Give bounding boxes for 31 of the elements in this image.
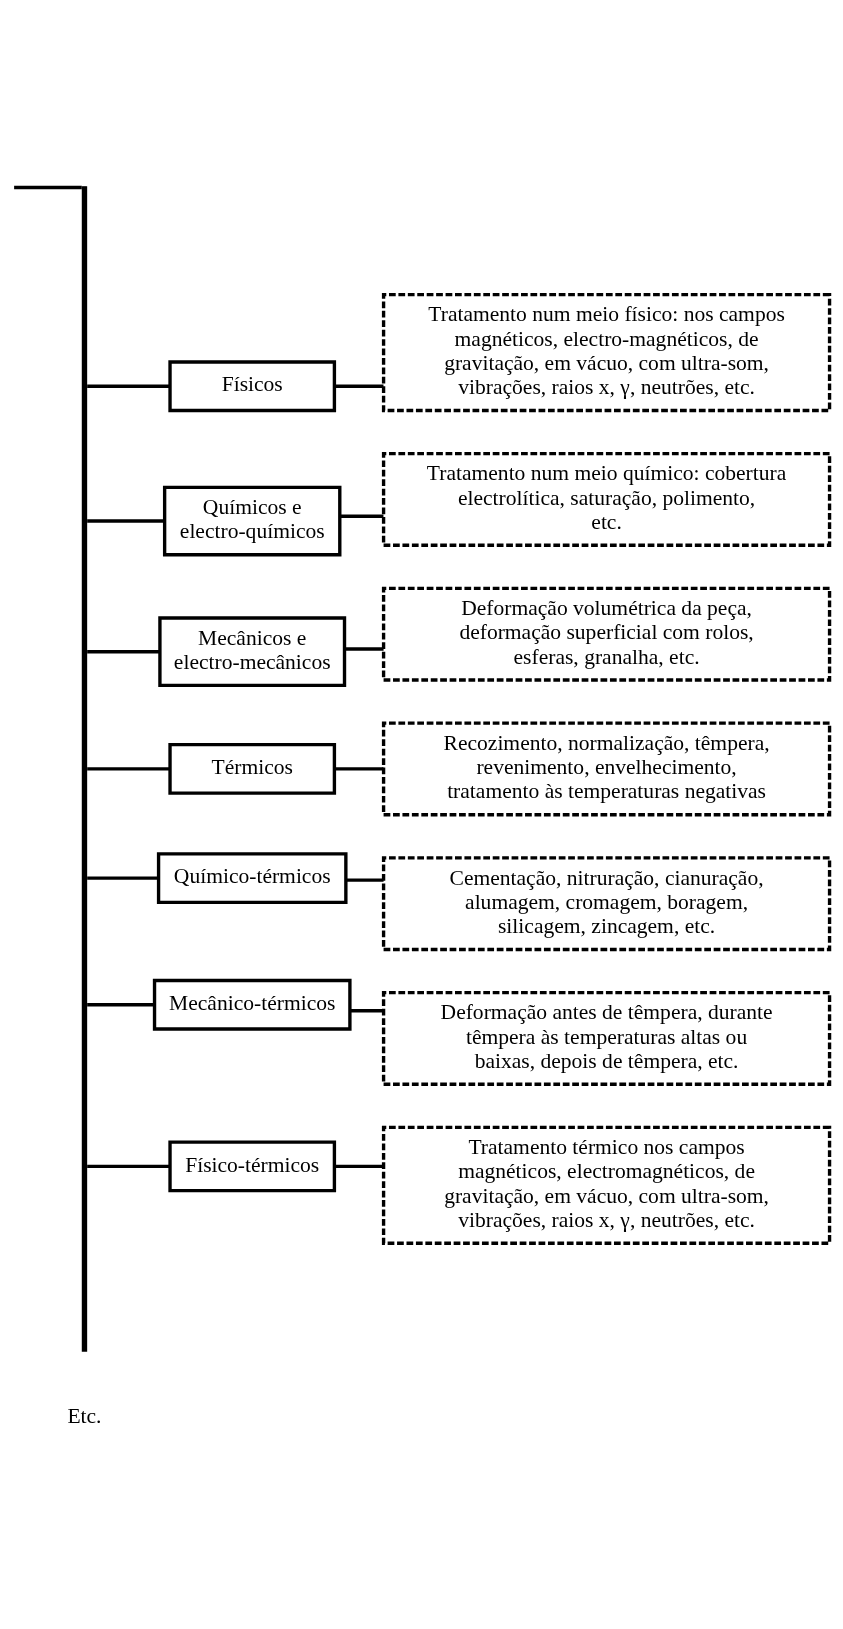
node-bar <box>81 186 88 1352</box>
connector <box>346 878 384 882</box>
connector <box>87 650 160 654</box>
connector <box>334 384 384 388</box>
connector <box>350 1009 384 1013</box>
node-box: Recozimento, normalização, têmpera, revenimento, envelhecimento, tratamento às temperaturas negativas <box>381 721 832 817</box>
node-box: Físicos <box>168 360 337 413</box>
connector <box>87 519 165 523</box>
node-box: Deformação volumétrica da peça, deformação superficial com rolos, esferas, granalha, etc. <box>381 586 832 682</box>
label: Etc. <box>67 1404 102 1429</box>
connector <box>344 647 384 651</box>
node-box: Deformação antes de têmpera, durante têmpera às temperaturas altas ou baixas, depois de têmpera, etc. <box>381 990 832 1086</box>
node-box: Mecânicos e electro-mecânicos <box>158 616 347 688</box>
node-box: Físico-térmicos <box>168 1140 337 1193</box>
node-box: Cementação, nitruração, cianuração, alumagem, cromagem, boragem, silicagem, zincagem, etc. <box>381 856 832 952</box>
node-box: Químico-térmicos <box>156 852 348 904</box>
connector <box>87 1164 170 1169</box>
connector <box>87 876 159 880</box>
connector <box>87 384 170 388</box>
node-box: Tratamento num meio químico: cobertura electrolítica, saturação, polimento, etc. <box>381 451 832 547</box>
node-box: Mecânico-térmicos <box>152 978 352 1031</box>
node-box: Tratamento térmico nos campos magnéticos, electromagnéticos, de gravitação, em vácuo, com ultra-som, vibrações, raios x, γ, neutrões, etc. <box>381 1125 832 1245</box>
node-box: Tratamento num meio físico: nos campos magnéticos, electro-magnéticos, de gravitação, em vácuo, com ultra-som, vibrações, raios x, γ, neutrões, etc. <box>381 292 832 413</box>
connector <box>14 185 82 190</box>
connector <box>87 1003 155 1007</box>
connector <box>334 767 384 771</box>
connector <box>87 767 170 771</box>
connector <box>334 1164 384 1169</box>
connector <box>339 514 384 518</box>
node-box: Químicos e electro-químicos <box>162 485 342 557</box>
node-box: Térmicos <box>168 743 337 795</box>
